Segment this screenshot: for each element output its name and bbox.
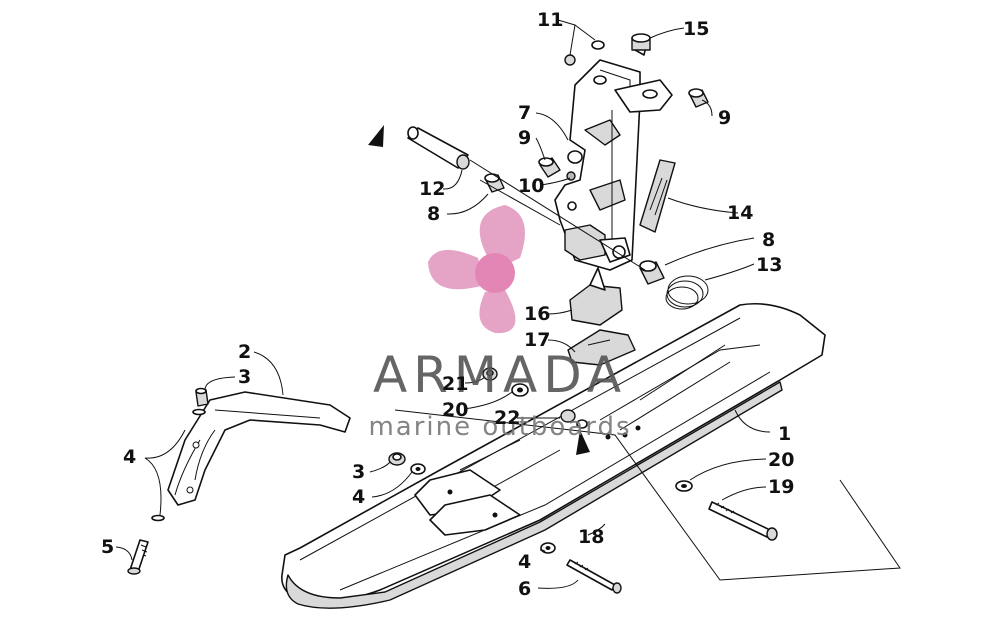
label-part-21: 21 xyxy=(442,373,468,395)
label-part-13: 13 xyxy=(756,254,782,276)
label-part-10: 10 xyxy=(518,175,544,197)
label-part-17: 17 xyxy=(524,329,550,351)
label-part-14: 14 xyxy=(727,202,753,224)
propeller-blade-3 xyxy=(479,290,516,334)
block-16-part xyxy=(569,267,623,326)
bushing-left-part xyxy=(151,387,209,522)
label-part-19: 19 xyxy=(768,476,794,498)
spindle-part xyxy=(554,34,673,271)
label-part-11: 11 xyxy=(537,9,563,31)
reference-arrows xyxy=(368,125,590,455)
watermark-brand: ARMADA xyxy=(373,346,627,404)
watermark-tagline: marine outboards xyxy=(368,412,631,442)
label-part-5: 5 xyxy=(101,536,114,558)
label-part-8-left: 8 xyxy=(427,203,440,225)
bushing-8-left xyxy=(484,173,505,193)
label-part-22: 22 xyxy=(494,407,520,429)
label-part-3-middle: 3 xyxy=(352,461,365,483)
rod-12-part xyxy=(407,126,470,170)
label-part-4-left: 4 xyxy=(123,446,136,468)
ski-handle-part xyxy=(167,391,351,506)
bolt-5-part xyxy=(127,539,149,575)
label-part-20-right: 20 xyxy=(768,449,794,471)
leader-lines xyxy=(115,19,901,589)
label-part-1: 1 xyxy=(778,423,791,445)
part-labels: 1 2 3 4 5 3 4 4 6 7 9 9 10 11 15 12 8 14… xyxy=(101,9,794,600)
nut-washer-middle xyxy=(388,452,426,475)
label-part-9-left: 9 xyxy=(518,127,531,149)
propeller-logo xyxy=(428,205,525,334)
label-part-20-left: 20 xyxy=(442,399,468,421)
bolt-19-part xyxy=(675,480,778,541)
label-part-8-right: 8 xyxy=(762,229,775,251)
propeller-hub xyxy=(475,253,515,293)
label-part-4-bottom: 4 xyxy=(518,551,531,573)
nut-15-part xyxy=(631,33,651,51)
bushing-9-right xyxy=(688,88,709,108)
label-part-9-right: 9 xyxy=(718,107,731,129)
label-part-12: 12 xyxy=(419,178,445,200)
label-part-7: 7 xyxy=(518,102,531,124)
label-part-4-middle: 4 xyxy=(352,486,365,508)
spring-13-part xyxy=(665,275,709,310)
nut-stack-center xyxy=(482,367,611,440)
label-part-2: 2 xyxy=(238,341,251,363)
label-part-6: 6 xyxy=(518,578,531,600)
label-part-18: 18 xyxy=(578,526,604,548)
label-part-16: 16 xyxy=(524,303,550,325)
bushing-8-right xyxy=(639,260,665,285)
armada-watermark: ARMADA marine outboards xyxy=(368,205,631,442)
propeller-blade-2 xyxy=(428,249,485,290)
ski-part xyxy=(281,302,826,609)
label-part-3-top: 3 xyxy=(238,366,251,388)
wear-pad-14-part xyxy=(639,159,676,233)
bolt-6-part xyxy=(540,542,622,594)
bracket-17-part xyxy=(567,329,636,366)
label-part-15: 15 xyxy=(683,18,709,40)
